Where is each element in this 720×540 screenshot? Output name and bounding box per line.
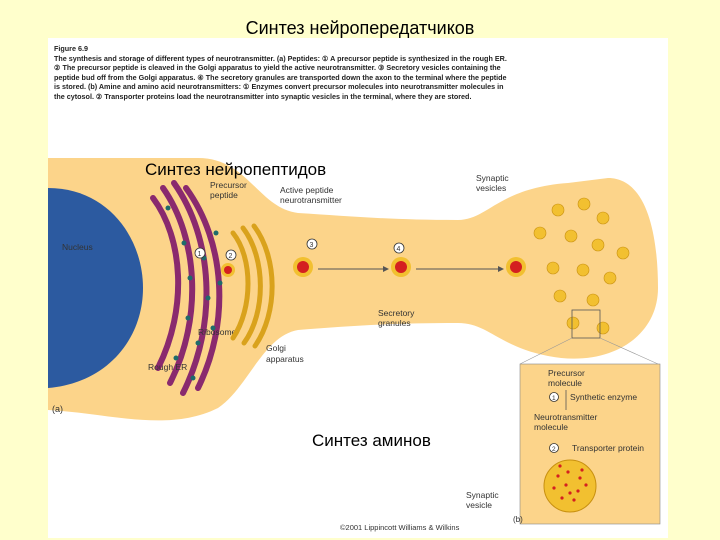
label-synaptic-vesicle-1: Synaptic xyxy=(466,490,499,500)
svg-text:2: 2 xyxy=(229,253,233,260)
figure-panel: Figure 6.9 The synthesis and storage of … xyxy=(48,38,668,538)
label-transporter-protein: Transporter protein xyxy=(572,443,644,453)
label-secretory-1: Secretory xyxy=(378,308,415,318)
label-precursor-peptide-2: peptide xyxy=(210,190,238,200)
step-marker-4: 4 xyxy=(394,243,404,253)
svg-text:1: 1 xyxy=(198,251,202,258)
label-synthetic-enzyme: Synthetic enzyme xyxy=(570,392,637,402)
label-active-peptide-2: neurotransmitter xyxy=(280,195,342,205)
label-golgi-2: apparatus xyxy=(266,354,304,364)
step-marker-1: 1 xyxy=(195,248,205,258)
inset-synaptic-vesicle xyxy=(544,460,596,512)
label-nt-molecule-1: Neurotransmitter xyxy=(534,412,597,422)
b-step-marker-1: 1 xyxy=(550,393,559,403)
label-nucleus: Nucleus xyxy=(62,242,93,252)
label-synaptic-vesicles-1: Synaptic xyxy=(476,173,509,183)
label-rough-er: Rough ER xyxy=(148,362,187,372)
label-precursor-molecule-2: molecule xyxy=(548,378,582,388)
svg-text:2: 2 xyxy=(552,446,556,453)
label-synaptic-vesicles-2: vesicles xyxy=(476,183,506,193)
neuron-diagram: Nucleus Ribosome Rough ER Golgi apparatu… xyxy=(48,38,668,538)
label-nt-molecule-2: molecule xyxy=(534,422,568,432)
overlay-peptides-title: Синтез нейропептидов xyxy=(145,160,326,180)
svg-text:4: 4 xyxy=(397,246,401,253)
label-secretory-2: granules xyxy=(378,318,411,328)
svg-text:3: 3 xyxy=(310,242,314,249)
step-marker-2: 2 xyxy=(226,250,236,260)
overlay-amines-title: Синтез аминов xyxy=(312,431,431,451)
b-step-marker-2: 2 xyxy=(550,444,559,454)
label-active-peptide-1: Active peptide xyxy=(280,185,334,195)
svg-text:1: 1 xyxy=(552,395,556,402)
label-golgi-1: Golgi xyxy=(266,343,286,353)
label-panel-a: (a) xyxy=(52,404,63,414)
label-panel-b: (b) xyxy=(513,515,523,524)
slide-title: Синтез нейропередатчиков xyxy=(0,18,720,39)
label-synaptic-vesicle-2: vesicle xyxy=(466,500,492,510)
label-ribosome: Ribosome xyxy=(198,327,237,337)
step-marker-3: 3 xyxy=(307,239,317,249)
label-precursor-molecule-1: Precursor xyxy=(548,368,585,378)
copyright-text: ©2001 Lippincott Williams & Wilkins xyxy=(340,523,460,532)
label-precursor-peptide-1: Precursor xyxy=(210,180,247,190)
